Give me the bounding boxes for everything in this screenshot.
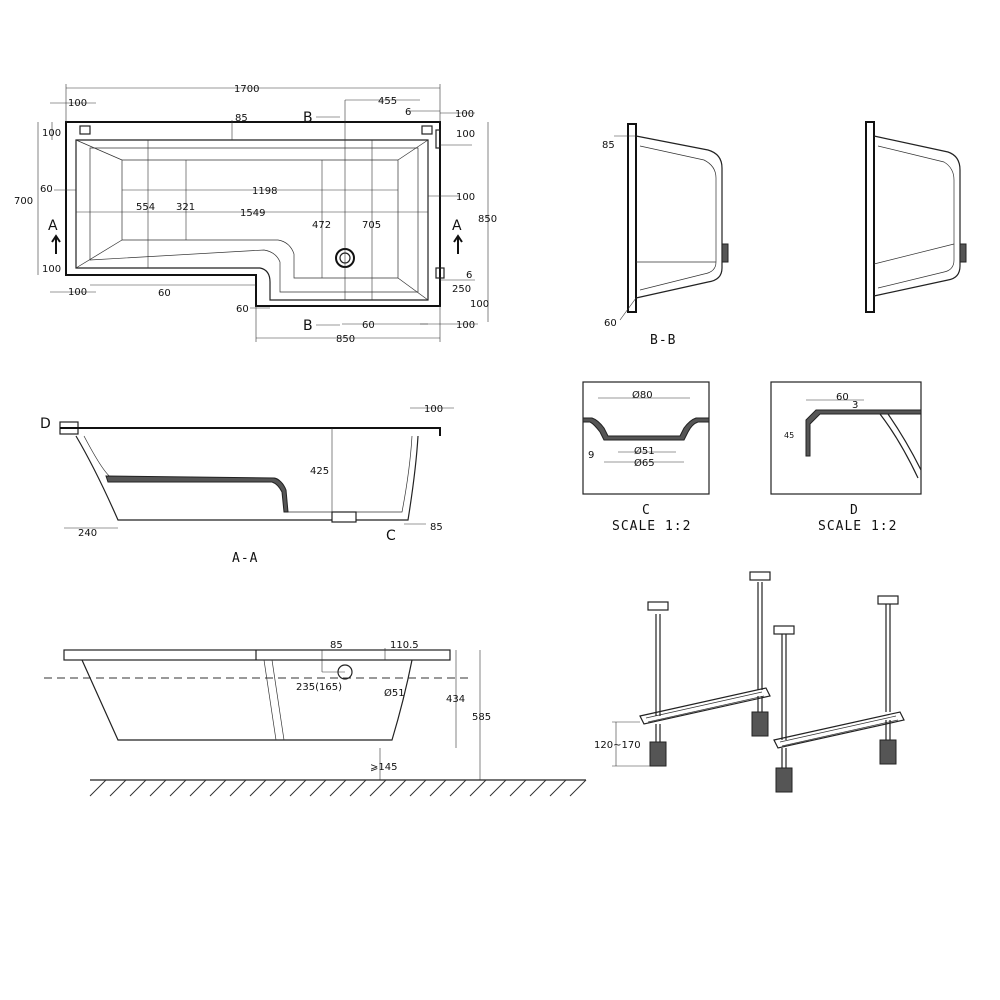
dim-250: 250	[452, 284, 471, 295]
dim-1700: 1700	[234, 84, 259, 95]
dim-321: 321	[176, 202, 195, 213]
elev-d51: Ø51	[384, 687, 405, 699]
section-a-left: A	[48, 218, 58, 234]
elev-85: 85	[330, 640, 343, 651]
dim-aa-425: 425	[310, 466, 329, 477]
dim-100-tl: 100	[68, 98, 87, 109]
dim-472: 472	[312, 220, 331, 231]
dim-700: 700	[14, 196, 33, 207]
elev-110: 110.5	[390, 640, 419, 651]
dim-100-b2: 100	[456, 320, 475, 331]
detail-c-d65: Ø65	[634, 457, 655, 469]
dim-100-r2: 100	[456, 129, 475, 140]
section-b-bottom: B	[303, 318, 313, 334]
elevation-view: 85 110.5 235(165) Ø51 434 585 ⩾145	[44, 640, 587, 797]
label-detail-d-ref: D	[40, 416, 51, 432]
detail-c-view: Ø80 Ø51 Ø65 9 C SCALE 1:2	[582, 381, 710, 534]
elev-434: 434	[446, 694, 465, 705]
detail-d-3: 3	[852, 400, 858, 411]
detail-d-scale: SCALE 1:2	[818, 519, 897, 534]
plan-view: 1700 100 455 6 100 B 85 100 700 60 100 A…	[14, 84, 497, 345]
dim-705: 705	[362, 220, 381, 231]
dim-850-b: 850	[336, 334, 355, 345]
dim-100-b: 100	[68, 287, 87, 298]
dim-60-b: 60	[158, 288, 171, 299]
dim-6-top: 6	[405, 107, 411, 118]
elev-235: 235(165)	[296, 682, 342, 693]
dim-1549: 1549	[240, 208, 265, 219]
side-view	[865, 121, 967, 313]
dim-85: 85	[235, 113, 248, 124]
label-aa: A-A	[232, 551, 258, 566]
dim-aa-240: 240	[78, 528, 97, 539]
dim-60-l: 60	[40, 184, 53, 195]
elev-585: 585	[472, 712, 491, 723]
legs-height: 120~170	[594, 740, 641, 751]
section-b-top: B	[303, 110, 313, 126]
dim-aa-85: 85	[430, 522, 443, 533]
dim-100-r3: 100	[470, 299, 489, 310]
label-bb: B-B	[650, 333, 676, 348]
label-detail-c-ref: C	[386, 528, 396, 544]
section-a-right: A	[452, 218, 462, 234]
dim-bb-85: 85	[602, 140, 615, 151]
dim-100-r: 100	[456, 192, 475, 203]
dim-554: 554	[136, 202, 155, 213]
ground-hatch	[89, 779, 587, 797]
dim-100-l2: 100	[42, 264, 61, 275]
dim-bb-60: 60	[604, 318, 617, 329]
dim-60-b2: 60	[236, 304, 249, 315]
dim-aa-100: 100	[424, 404, 443, 415]
legs-view: 120~170	[594, 571, 905, 793]
dim-850-r: 850	[478, 214, 497, 225]
dim-455: 455	[378, 96, 397, 107]
detail-c-9: 9	[588, 450, 594, 461]
section-aa-view: 425 240 85 100 D C A-A	[40, 404, 454, 566]
detail-d-label: D	[850, 503, 859, 518]
dim-60-b3: 60	[362, 320, 375, 331]
leg-rods	[655, 582, 891, 788]
leg-caps	[647, 571, 899, 793]
dim-100-l1: 100	[42, 128, 61, 139]
section-bb-view: 85 60 B-B	[602, 123, 729, 348]
dim-6-r: 6	[466, 270, 472, 281]
elev-145: ⩾145	[370, 762, 397, 773]
detail-c-d80: Ø80	[632, 389, 653, 401]
dim-1198: 1198	[252, 186, 277, 197]
detail-c-label: C	[642, 503, 651, 518]
detail-c-d51: Ø51	[634, 445, 655, 457]
detail-d-60: 60	[836, 392, 849, 403]
detail-d-view: 60 3 45 D SCALE 1:2	[770, 381, 922, 534]
detail-d-45: 45	[784, 431, 794, 440]
dim-100-tr: 100	[455, 109, 474, 120]
detail-c-scale: SCALE 1:2	[612, 519, 691, 534]
